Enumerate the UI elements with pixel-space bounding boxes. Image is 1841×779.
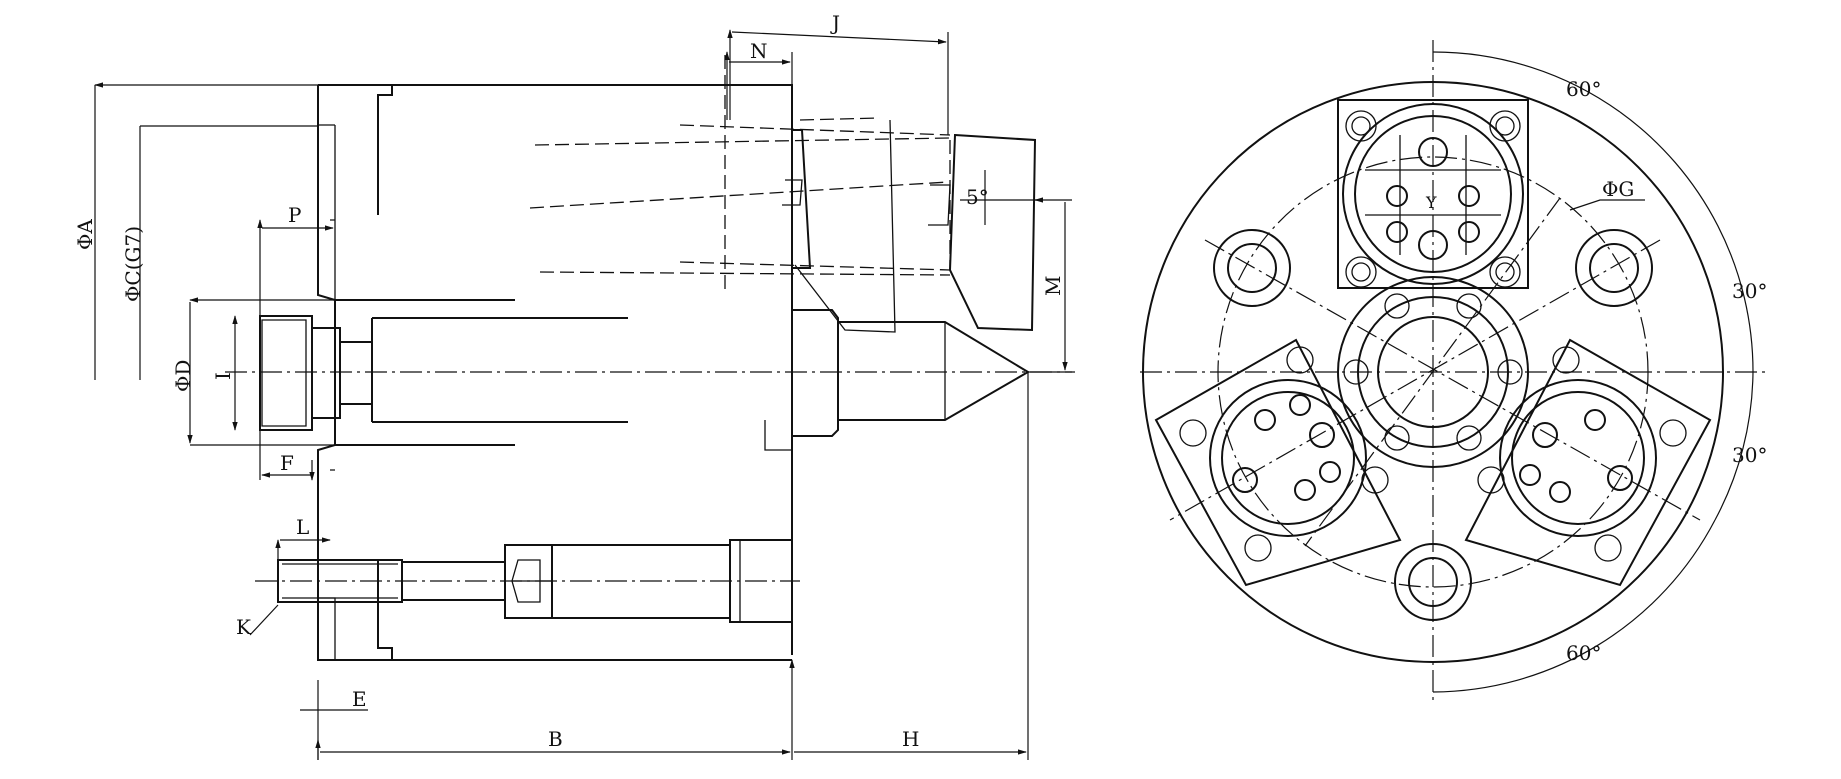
dimension-labels: ΦA ΦC(G7) ΦD I P F L K E B H M N J 5° ΦG… <box>73 11 1767 751</box>
label-phi-d: ΦD <box>171 360 195 392</box>
flange-top <box>318 84 393 215</box>
label-h: H <box>902 727 919 751</box>
flange-bottom <box>377 560 393 660</box>
spigot <box>259 315 313 431</box>
center-cone <box>838 321 1030 421</box>
tilted-jaw <box>529 55 1040 333</box>
label-phi-c: ΦC(G7) <box>121 226 145 302</box>
side-view <box>95 30 1075 760</box>
label-30-lower: 30° <box>1732 443 1767 467</box>
label-p: P <box>288 203 301 227</box>
label-y: Y <box>1425 193 1437 212</box>
module-top <box>1337 99 1529 289</box>
label-j: J <box>830 11 840 35</box>
front-view <box>1140 40 1765 700</box>
label-60-bottom: 60° <box>1566 641 1601 665</box>
label-n: N <box>750 39 768 63</box>
label-b: B <box>548 727 563 751</box>
center-hub <box>1337 276 1529 468</box>
label-k: K <box>236 615 252 639</box>
label-e: E <box>352 687 367 711</box>
label-f: F <box>280 451 294 475</box>
label-phi-a: ΦA <box>73 219 97 250</box>
label-60-top: 60° <box>1566 77 1601 101</box>
label-30-upper: 30° <box>1732 279 1767 303</box>
label-m: M <box>1041 276 1065 296</box>
module-left <box>1154 338 1402 587</box>
label-i: I <box>211 372 235 380</box>
label-l: L <box>296 515 309 539</box>
label-taper-angle: 5° <box>966 185 989 209</box>
front-face <box>792 309 839 437</box>
label-phi-g: ΦG <box>1602 177 1634 201</box>
module-right <box>1464 338 1712 587</box>
